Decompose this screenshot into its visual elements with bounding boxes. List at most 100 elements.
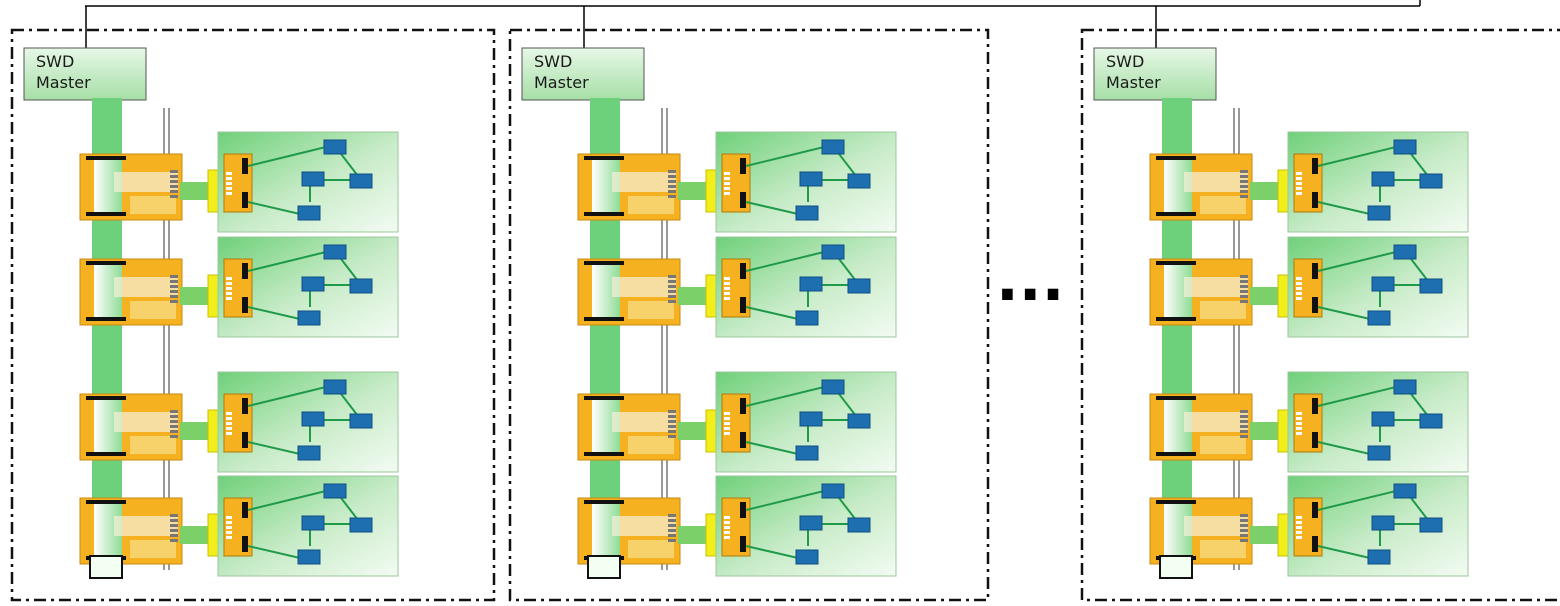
adapter-label-area [1184, 412, 1248, 432]
header-pin [668, 529, 676, 532]
adapter-label-area [612, 412, 676, 432]
chip-pin [226, 187, 232, 190]
blue-chip [795, 310, 819, 326]
header-pin [668, 534, 676, 537]
chip-black-bottom [242, 192, 248, 208]
adapter-label-area [612, 277, 676, 297]
chip-pin [724, 412, 730, 415]
board-unit [1149, 131, 1469, 233]
blue-chip [323, 244, 347, 260]
black-bar-bottom [86, 212, 126, 216]
chip-pin [1296, 292, 1302, 295]
chip-pin [724, 187, 730, 190]
chip-pin [724, 432, 730, 435]
blue-chip [795, 549, 819, 565]
black-bar-bottom [86, 452, 126, 456]
green-cable [180, 287, 212, 305]
header-pin [1240, 285, 1248, 288]
chip-pin [724, 297, 730, 300]
header-pin [170, 295, 178, 298]
blue-chip [1371, 276, 1395, 292]
chip-pin [1296, 172, 1302, 175]
black-bar-top [86, 156, 126, 160]
chip-pin [1296, 417, 1302, 420]
header-pin [668, 519, 676, 522]
blue-chip [821, 244, 845, 260]
chip-black-bottom [242, 297, 248, 313]
blue-chip [847, 413, 871, 429]
chip-pin [724, 182, 730, 185]
chip-black-top [242, 158, 248, 174]
chip-pin [1296, 531, 1302, 534]
board-unit [577, 475, 897, 577]
header-pin [1240, 410, 1248, 413]
chip-pin [1296, 282, 1302, 285]
blue-chip [799, 411, 823, 427]
green-cable [678, 422, 710, 440]
black-bar-top [1156, 156, 1196, 160]
chip-pin [226, 417, 232, 420]
board-unit [1149, 475, 1469, 577]
header-pin [668, 290, 676, 293]
header-pin [1240, 425, 1248, 428]
chip-black-top [740, 502, 746, 518]
swd-group: SWD Master [10, 6, 496, 602]
black-bar-top [584, 156, 624, 160]
header-pin [668, 539, 676, 542]
adapter-power-area [1200, 540, 1246, 558]
group-frame [1080, 28, 1560, 602]
header-pin [170, 175, 178, 178]
board-unit [79, 131, 399, 233]
chip-black-bottom [740, 192, 746, 208]
header-pin [1240, 180, 1248, 183]
chip-pin [226, 422, 232, 425]
trace [1317, 441, 1371, 455]
green-cable [1250, 422, 1282, 440]
chip-pin [1296, 182, 1302, 185]
blue-chip [349, 278, 373, 294]
black-bar-top [86, 396, 126, 400]
swd-master-label: Master [36, 73, 91, 92]
blue-chip [1371, 171, 1395, 187]
adapter-power-area [1200, 301, 1246, 319]
blue-chip [1419, 517, 1443, 533]
trace [745, 489, 829, 511]
header-pin [1240, 195, 1248, 198]
swd-master-label: Master [1106, 73, 1161, 92]
group-frame [508, 28, 990, 602]
trace [1317, 201, 1371, 215]
chip-pin [226, 177, 232, 180]
chip-black-top [740, 263, 746, 279]
blue-chip [795, 205, 819, 221]
green-cable [678, 526, 710, 544]
chip-black-bottom [242, 432, 248, 448]
header-pin [170, 285, 178, 288]
header-pin [170, 425, 178, 428]
black-bar-bottom [584, 212, 624, 216]
header-pin [668, 190, 676, 193]
chip-black-bottom [1312, 297, 1318, 313]
header-pin [1240, 170, 1248, 173]
header-pin [668, 415, 676, 418]
adapter-label-area [114, 277, 178, 297]
header-pin [1240, 190, 1248, 193]
header-pin [668, 430, 676, 433]
blue-chip [799, 171, 823, 187]
chip-pin [724, 192, 730, 195]
adapter-power-area [130, 436, 176, 454]
header-pin [668, 435, 676, 438]
trace [745, 441, 799, 455]
green-cable [678, 182, 710, 200]
header-pin [170, 534, 178, 537]
header-pin [668, 275, 676, 278]
header-pin [170, 300, 178, 303]
header-pin [170, 190, 178, 193]
blue-chip [795, 445, 819, 461]
swd-master-label: SWD [36, 52, 74, 71]
header-pin [1240, 290, 1248, 293]
header-pin [668, 280, 676, 283]
chip-black-bottom [1312, 432, 1318, 448]
adapter-power-area [628, 301, 674, 319]
blue-chip [1419, 278, 1443, 294]
adapter-label-area [1184, 172, 1248, 192]
